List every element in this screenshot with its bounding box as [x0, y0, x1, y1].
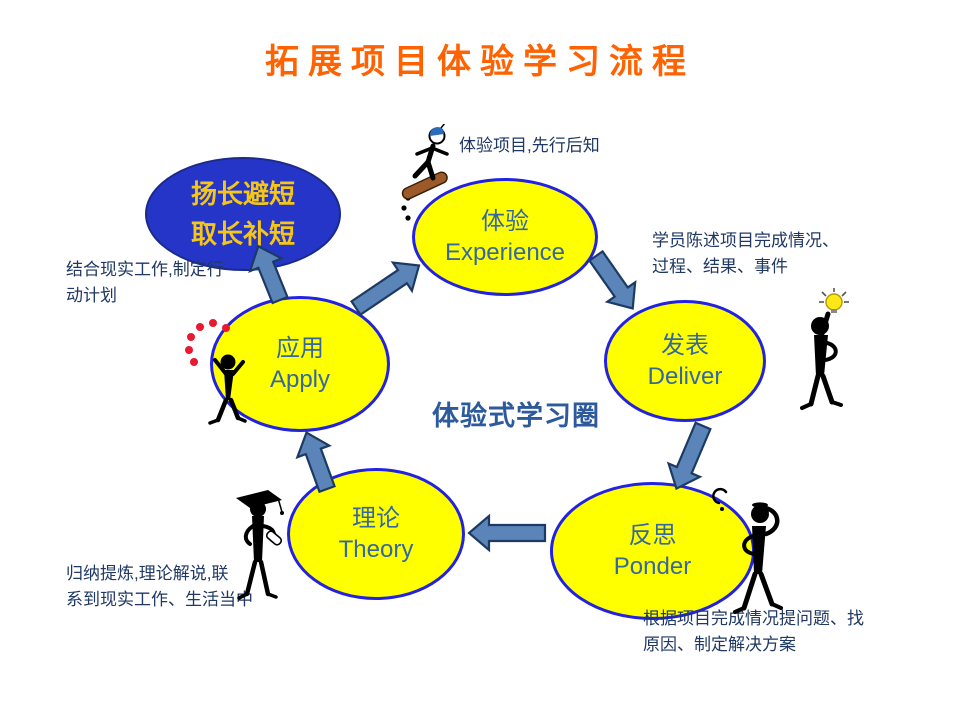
note-deliver: 学员陈述项目完成情况、 过程、结果、事件: [652, 231, 839, 276]
note-experience: 体验项目,先行后知: [459, 136, 600, 155]
goal-line-2: 取长补短: [190, 219, 295, 249]
stage-ellipse-theory: 理论 Theory: [287, 468, 465, 600]
stage-deliver-zh: 发表: [661, 332, 709, 359]
note-theory: 归纳提炼,理论解说,联 系到现实工作、生活当中: [66, 564, 253, 609]
stage-ponder-en: Ponder: [613, 553, 692, 580]
note-apply: 结合现实工作,制定行 动计划: [66, 260, 224, 305]
graduate-scholar-clipart-icon: [236, 490, 284, 600]
stage-apply-en: Apply: [269, 366, 331, 393]
note-ponder: 根据项目完成情况提问题、找 原因、制定解决方案: [643, 609, 864, 654]
stage-experience-en: Experience: [444, 239, 566, 266]
stage-ellipse-deliver: 发表 Deliver: [604, 300, 766, 422]
stage-experience-zh: 体验: [481, 208, 529, 235]
goal-ellipse: 扬长避短 取长补短: [145, 157, 341, 271]
stage-apply-zh: 应用: [276, 335, 324, 362]
slide-title: 拓展项目体验学习流程: [265, 43, 695, 81]
stage-deliver-en: Deliver: [647, 363, 723, 390]
pondering-question-clipart-icon: [712, 487, 783, 614]
stage-ellipse-experience: 体验 Experience: [412, 178, 598, 296]
skateboarder-clipart-icon: [401, 124, 449, 221]
stage-ponder-zh: 反思: [628, 522, 677, 549]
arrow-apply-to-experience: [349, 261, 421, 317]
idea-lightbulb-clipart-icon: [800, 288, 849, 410]
juggling-balls-clipart-icon: [185, 319, 247, 425]
arrow-ponder-to-theory: [467, 513, 547, 553]
stage-theory-en: Theory: [338, 536, 414, 563]
cycle-center-label: 体验式学习圈: [432, 401, 600, 431]
stage-theory-zh: 理论: [352, 505, 400, 532]
goal-line-1: 扬长避短: [190, 179, 295, 209]
